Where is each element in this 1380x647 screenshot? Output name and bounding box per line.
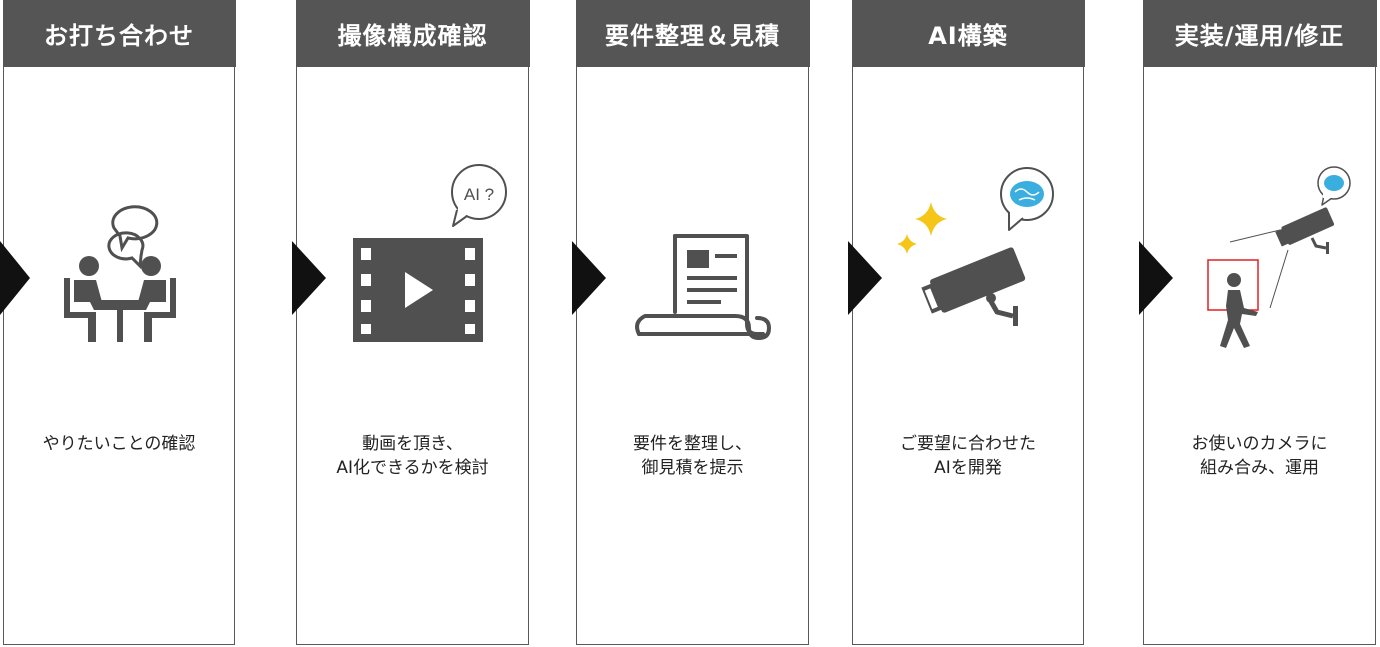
ai-question-label: AI ? [464,185,494,204]
step-description: 要件を整理し、 御見積を提示 [633,434,752,478]
flow-arrow [292,241,326,315]
step-card-5: 実装/運用/修正 お使いのカメラに 組み合み、運用 [1142,0,1377,645]
step-card-1: お打ち合わせ やりたいことの確認 [2,0,236,645]
step-title: AI構築 [851,0,1085,67]
flow-arrow [1139,241,1173,315]
camera-person-detection-icon [1144,150,1375,370]
flow-arrow [848,241,882,315]
step-title: 実装/運用/修正 [1142,0,1377,67]
brain-icon [1010,181,1044,207]
flow-arrow [572,241,606,315]
step-card-2: 撮像構成確認 AI ? 動画を頂き、 AI化できるかを検討 [295,0,530,645]
video-film-icon: AI ? [297,150,528,370]
step-card-3: 要件整理＆見積 要件を整理し、 御見積を提示 [575,0,810,645]
step-title: 撮像構成確認 [295,0,530,67]
step-description: やりたいことの確認 [42,434,196,454]
flow-arrow [0,241,30,315]
step-description: お使いのカメラに 組み合み、運用 [1191,434,1328,478]
step-title: 要件整理＆見積 [575,0,810,67]
document-scroll-icon [577,150,808,370]
brain-icon [1324,175,1344,191]
ai-camera-icon [853,150,1083,370]
step-description: ご要望に合わせた AIを開発 [900,434,1036,478]
step-card-4: AI構築 ご要望に合わせた AIを開発 [851,0,1085,645]
meeting-icon [4,150,234,370]
step-description: 動画を頂き、 AI化できるかを検討 [336,434,489,478]
step-title: お打ち合わせ [2,0,236,67]
